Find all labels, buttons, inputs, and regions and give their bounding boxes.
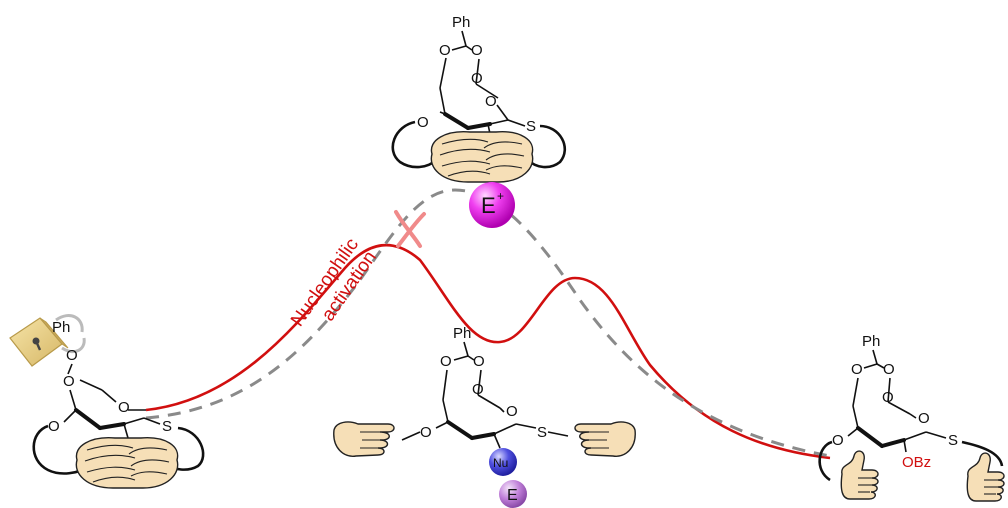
mid-o4-label: O	[420, 424, 432, 441]
plus-sign: +	[497, 189, 504, 203]
thumbs-up-left-icon	[841, 451, 878, 499]
top-o1-label: O	[439, 42, 451, 59]
mid-o2-label: O	[473, 353, 485, 370]
clasped-hands-icon	[431, 132, 532, 182]
left-o3-label: O	[48, 418, 60, 435]
right-obz-label: OBz	[902, 454, 931, 471]
right-glycoside-structure: Ph O O O O S O OBz	[820, 333, 1004, 501]
left-s-label: S	[162, 418, 172, 435]
left-o2-label: O	[63, 373, 75, 390]
e-plus-label: E	[481, 193, 496, 218]
right-s-label: S	[948, 432, 958, 449]
mid-s-label: S	[537, 424, 547, 441]
right-hand-icon	[575, 422, 635, 456]
clasped-hands-icon	[76, 438, 177, 488]
top-ring-o-label: O	[485, 93, 497, 110]
e-label: E	[507, 487, 518, 504]
cross-mark-icon	[396, 212, 424, 246]
disfavored-reaction-pathway	[146, 190, 830, 456]
left-hand-icon	[334, 422, 394, 456]
right-o1-label: O	[851, 361, 863, 378]
right-ring-o-label: O	[918, 410, 930, 427]
nu-label: Nu	[493, 456, 508, 470]
top-s-label: S	[526, 118, 536, 135]
mid-o1-label: O	[440, 353, 452, 370]
top-ph-label: Ph	[452, 14, 470, 31]
nucleophilic-activation-label: Nucleophilic activation	[287, 234, 381, 343]
top-o2-label: O	[471, 42, 483, 59]
middle-glycoside-structure: Ph O O O O S O Nu E	[334, 325, 635, 508]
mid-ring-o-label: O	[506, 403, 518, 420]
left-ph-label: Ph	[52, 319, 70, 336]
right-o4-label: O	[832, 432, 844, 449]
top-glycoside-structure: Ph O O O O O S OH E +	[393, 14, 565, 228]
favored-reaction-pathway	[146, 245, 830, 458]
right-ph-label: Ph	[862, 333, 880, 350]
top-o4-label: O	[417, 114, 429, 131]
left-ring-o-label: O	[118, 399, 130, 416]
left-o1-label: O	[66, 347, 78, 364]
right-o2-label: O	[883, 361, 895, 378]
left-glycoside-structure: Ph O O O S O OH	[10, 316, 203, 488]
mid-ph-label: Ph	[453, 325, 471, 342]
